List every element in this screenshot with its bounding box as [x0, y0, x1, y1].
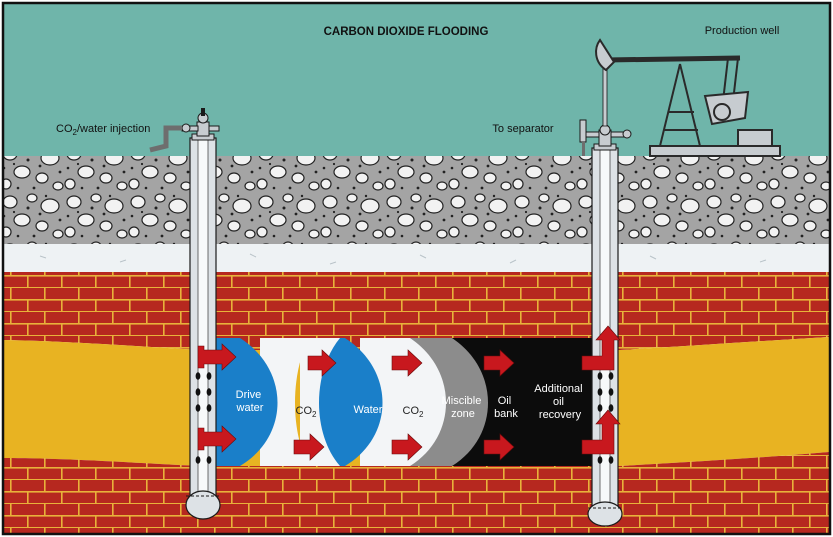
flow-arrow — [581, 325, 621, 371]
flow-arrow — [483, 433, 515, 461]
sand-strip — [4, 244, 829, 274]
zone-label-co: CO — [403, 405, 420, 417]
injection-well-bottom — [185, 490, 221, 520]
zone-label-oil-bank: Oil bank — [494, 395, 518, 420]
flow-arrow — [581, 409, 621, 455]
flow-arrows — [197, 325, 621, 461]
pump-jack — [595, 38, 781, 157]
zone-label-additional-recovery: Additional oil recovery — [534, 383, 585, 421]
zone-label-line: oil — [553, 396, 564, 408]
flow-arrow — [391, 433, 423, 461]
production-perforations — [597, 372, 614, 464]
zone-label-line: recovery — [539, 409, 582, 421]
sand-specks — [39, 253, 767, 265]
flow-arrow — [483, 349, 515, 377]
zone-label-line: Drive — [236, 389, 262, 401]
zone-label-line: Additional — [534, 383, 582, 395]
zone-label-co: CO — [296, 405, 313, 417]
injection-label: CO2/water injection — [56, 123, 150, 137]
zone-label-line: Oil — [498, 395, 511, 407]
flow-arrow — [307, 349, 337, 377]
zone-label-line: zone — [451, 408, 475, 420]
flow-arrow — [391, 349, 423, 377]
zone-label-subscript: 2 — [312, 410, 317, 419]
zone-label-miscible: Miscible zone — [442, 395, 485, 420]
zone-co2-first-bulge — [265, 338, 310, 466]
production-well-label: Production well — [705, 25, 780, 37]
zone-label-drive-water: Drive water — [236, 389, 265, 414]
production-well-bottom — [587, 501, 623, 527]
pump-jack-base — [649, 145, 781, 157]
zone-label-line: bank — [494, 408, 518, 420]
injection-label-subscript: 2 — [73, 128, 78, 137]
sky-background — [4, 4, 829, 160]
flow-arrow — [197, 425, 237, 453]
injection-label-co: CO — [56, 123, 73, 135]
injection-perforations — [195, 372, 212, 464]
gravel-layer — [4, 156, 829, 246]
separator-label: To separator — [492, 123, 553, 135]
zone-label-line: Miscible — [442, 395, 482, 407]
flow-arrow — [293, 433, 325, 461]
zone-label-subscript: 2 — [419, 410, 424, 419]
zone-label-line: water — [236, 402, 264, 414]
zone-co2-second — [360, 338, 446, 466]
zone-label-co2-first: CO2 — [296, 405, 318, 419]
zone-label-water: Water — [354, 404, 383, 416]
diagram-title: CARBON DIOXIDE FLOODING — [324, 26, 489, 38]
injection-label-rest: /water injection — [77, 123, 150, 135]
zone-label-co2-second: CO2 — [403, 405, 425, 419]
flow-arrow — [197, 343, 237, 371]
